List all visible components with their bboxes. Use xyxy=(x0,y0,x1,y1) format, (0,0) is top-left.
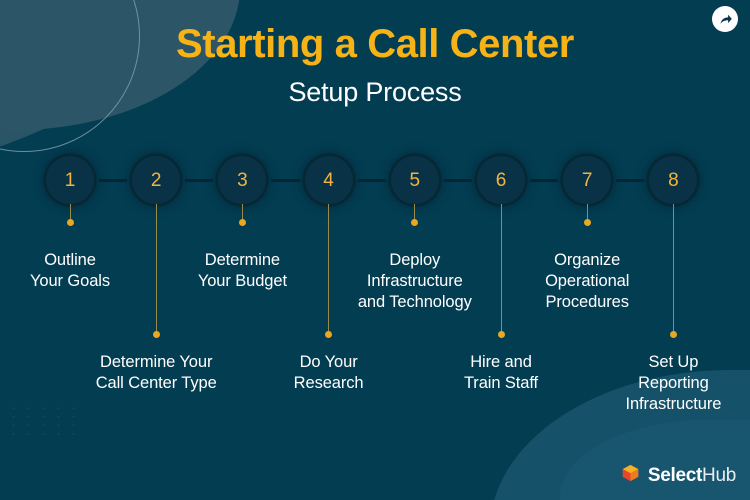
timeline-label-line: Your Budget xyxy=(197,271,287,290)
timeline-node-3[interactable]: 3 xyxy=(218,156,267,204)
share-arrow-icon xyxy=(718,12,733,27)
timeline-node-7[interactable]: 7 xyxy=(563,156,612,204)
timeline-dot xyxy=(325,330,333,338)
timeline-node-number: 5 xyxy=(409,169,421,191)
timeline-label-line: Procedures xyxy=(545,292,629,311)
timeline-node-1[interactable]: 1 xyxy=(46,156,94,204)
timeline-label-line: Determine Your xyxy=(100,353,213,371)
timeline-node-number: 4 xyxy=(323,169,334,191)
timeline-connector xyxy=(616,179,645,182)
timeline-dot xyxy=(669,330,677,338)
timeline-label-line: Deploy xyxy=(389,251,441,269)
timeline-label-line: Set Up xyxy=(648,353,699,371)
timeline-dot xyxy=(497,330,505,338)
timeline-connector xyxy=(99,179,128,182)
timeline-node-number: 8 xyxy=(668,169,679,191)
timeline-dot xyxy=(152,330,160,338)
timeline-node-4[interactable]: 4 xyxy=(304,156,353,204)
timeline-label-line: Infrastructure xyxy=(366,271,463,290)
timeline-connector xyxy=(185,179,214,182)
timeline-dot xyxy=(583,218,591,226)
timeline-dot xyxy=(238,218,246,226)
brand-bold: Select xyxy=(647,465,703,486)
timeline-node-number: 7 xyxy=(581,169,593,191)
timeline-label-line: Do Your xyxy=(299,353,358,371)
timeline-label-line: Infrastructure xyxy=(625,394,722,413)
timeline-label-line: Determine xyxy=(204,251,280,269)
timeline-node-number: 3 xyxy=(237,169,248,191)
timeline-node-number: 2 xyxy=(150,169,162,191)
page-title: Starting a Call Center xyxy=(176,22,574,66)
timeline-stem xyxy=(500,204,502,334)
timeline-stem xyxy=(414,204,416,222)
header: Starting a Call Center Setup Process xyxy=(0,0,750,108)
selecthub-wordmark: SelectHub xyxy=(648,466,736,485)
timeline-node-2[interactable]: 2 xyxy=(132,156,181,204)
timeline-node-5[interactable]: 5 xyxy=(390,156,439,204)
page-subtitle: Setup Process xyxy=(288,77,462,107)
timeline-stem xyxy=(328,204,330,334)
timeline-connector xyxy=(271,179,300,182)
timeline-stem xyxy=(672,204,674,334)
timeline-connector xyxy=(530,179,559,182)
timeline-node-number: 1 xyxy=(64,169,76,191)
timeline-label-line: Research xyxy=(293,373,364,392)
timeline-stem xyxy=(69,204,71,222)
share-button[interactable] xyxy=(712,6,738,32)
timeline-dot xyxy=(411,218,419,226)
selecthub-logo[interactable]: SelectHub xyxy=(620,463,736,488)
timeline-label-line: and Technology xyxy=(357,292,472,311)
timeline-stem xyxy=(155,204,157,334)
timeline-label-line: Outline xyxy=(44,251,96,269)
timeline-label-line: Call Center Type xyxy=(95,373,217,392)
timeline-node-8[interactable]: 8 xyxy=(649,156,698,204)
timeline-label-line: Organize xyxy=(554,251,621,269)
timeline-node-number: 6 xyxy=(495,169,507,191)
timeline-label-line: Hire and xyxy=(470,353,532,371)
timeline-connector xyxy=(443,179,472,182)
timeline-label-line: Reporting xyxy=(638,373,709,392)
timeline-node-6[interactable]: 6 xyxy=(477,156,525,204)
timeline-dot xyxy=(66,218,74,226)
selecthub-cube-icon xyxy=(620,463,641,488)
timeline-stem xyxy=(586,204,588,222)
timeline-connector xyxy=(357,179,386,182)
timeline-label-line: Operational xyxy=(545,271,630,290)
timeline-label-line: Your Goals xyxy=(29,271,111,290)
timeline-stem xyxy=(241,204,243,222)
brand-light: Hub xyxy=(702,465,736,486)
timeline-label-line: Train Staff xyxy=(463,373,539,392)
